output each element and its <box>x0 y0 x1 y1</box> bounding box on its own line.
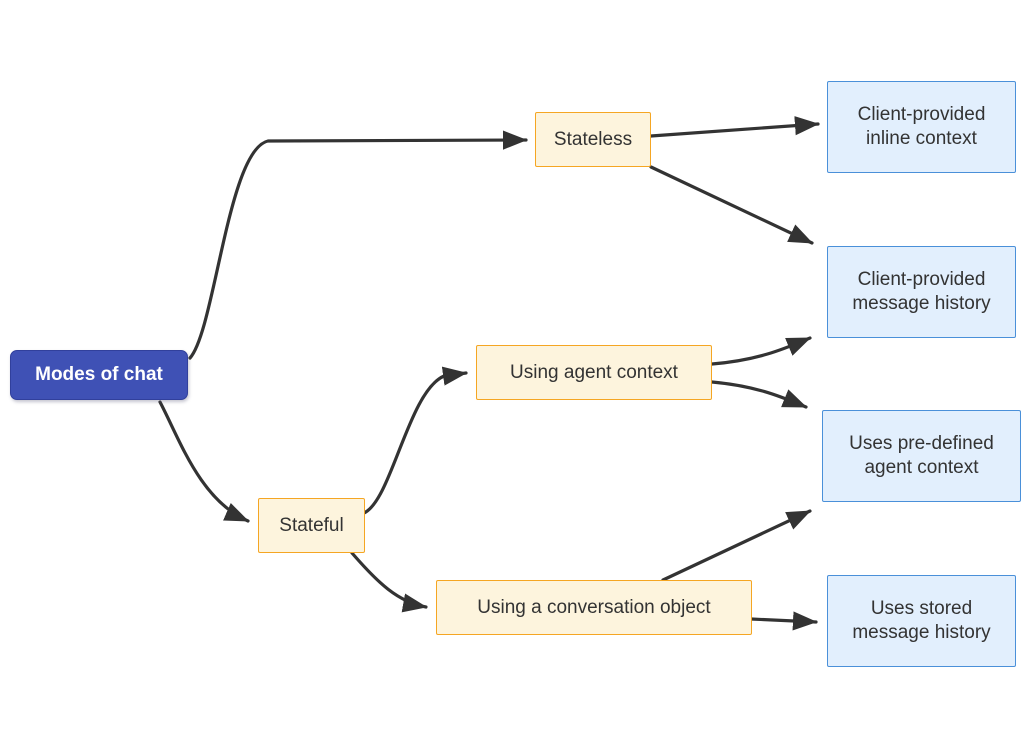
node-label: Using agent context <box>510 361 678 383</box>
node-using-a-conversation-object[interactable]: Using a conversation object <box>436 580 752 635</box>
node-using-agent-context[interactable]: Using agent context <box>476 345 712 400</box>
edge-stateful-to-using-conversation-object <box>350 551 428 613</box>
node-label: Using a conversation object <box>477 596 711 618</box>
node-modes-of-chat[interactable]: Modes of chat <box>10 350 188 400</box>
node-client-provided-inline-context[interactable]: Client-provided inline context <box>827 81 1016 173</box>
edge-using-conversation-object-to-predefined-agent-context <box>661 509 812 582</box>
node-label: Stateless <box>553 128 633 150</box>
node-stateful[interactable]: Stateful <box>258 498 365 553</box>
node-label: Uses pre-defined agent context <box>849 433 994 478</box>
edge-using-agent-context-to-client-message-history <box>710 336 812 366</box>
node-stateless[interactable]: Stateless <box>535 112 651 167</box>
node-uses-pre-defined-agent-context[interactable]: Uses pre-defined agent context <box>822 410 1021 502</box>
node-label: Modes of chat <box>35 364 163 386</box>
node-label: Client-provided message history <box>852 269 991 314</box>
node-label: Uses stored message history <box>852 598 991 643</box>
node-client-provided-message-history[interactable]: Client-provided message history <box>827 246 1016 338</box>
edge-using-agent-context-to-predefined-agent-context <box>710 380 808 409</box>
edge-stateless-to-client-inline-context <box>649 116 820 138</box>
edge-using-conversation-object-to-stored-message-history <box>749 611 818 631</box>
node-label: Client-provided inline context <box>857 104 986 149</box>
node-label: Stateful <box>279 514 344 536</box>
edge-root-to-stateful <box>158 400 250 523</box>
node-uses-stored-message-history[interactable]: Uses stored message history <box>827 575 1016 667</box>
edge-root-to-stateless <box>188 130 528 360</box>
edge-stateless-to-client-message-history <box>649 165 814 245</box>
edge-stateful-to-using-agent-context <box>362 366 468 515</box>
